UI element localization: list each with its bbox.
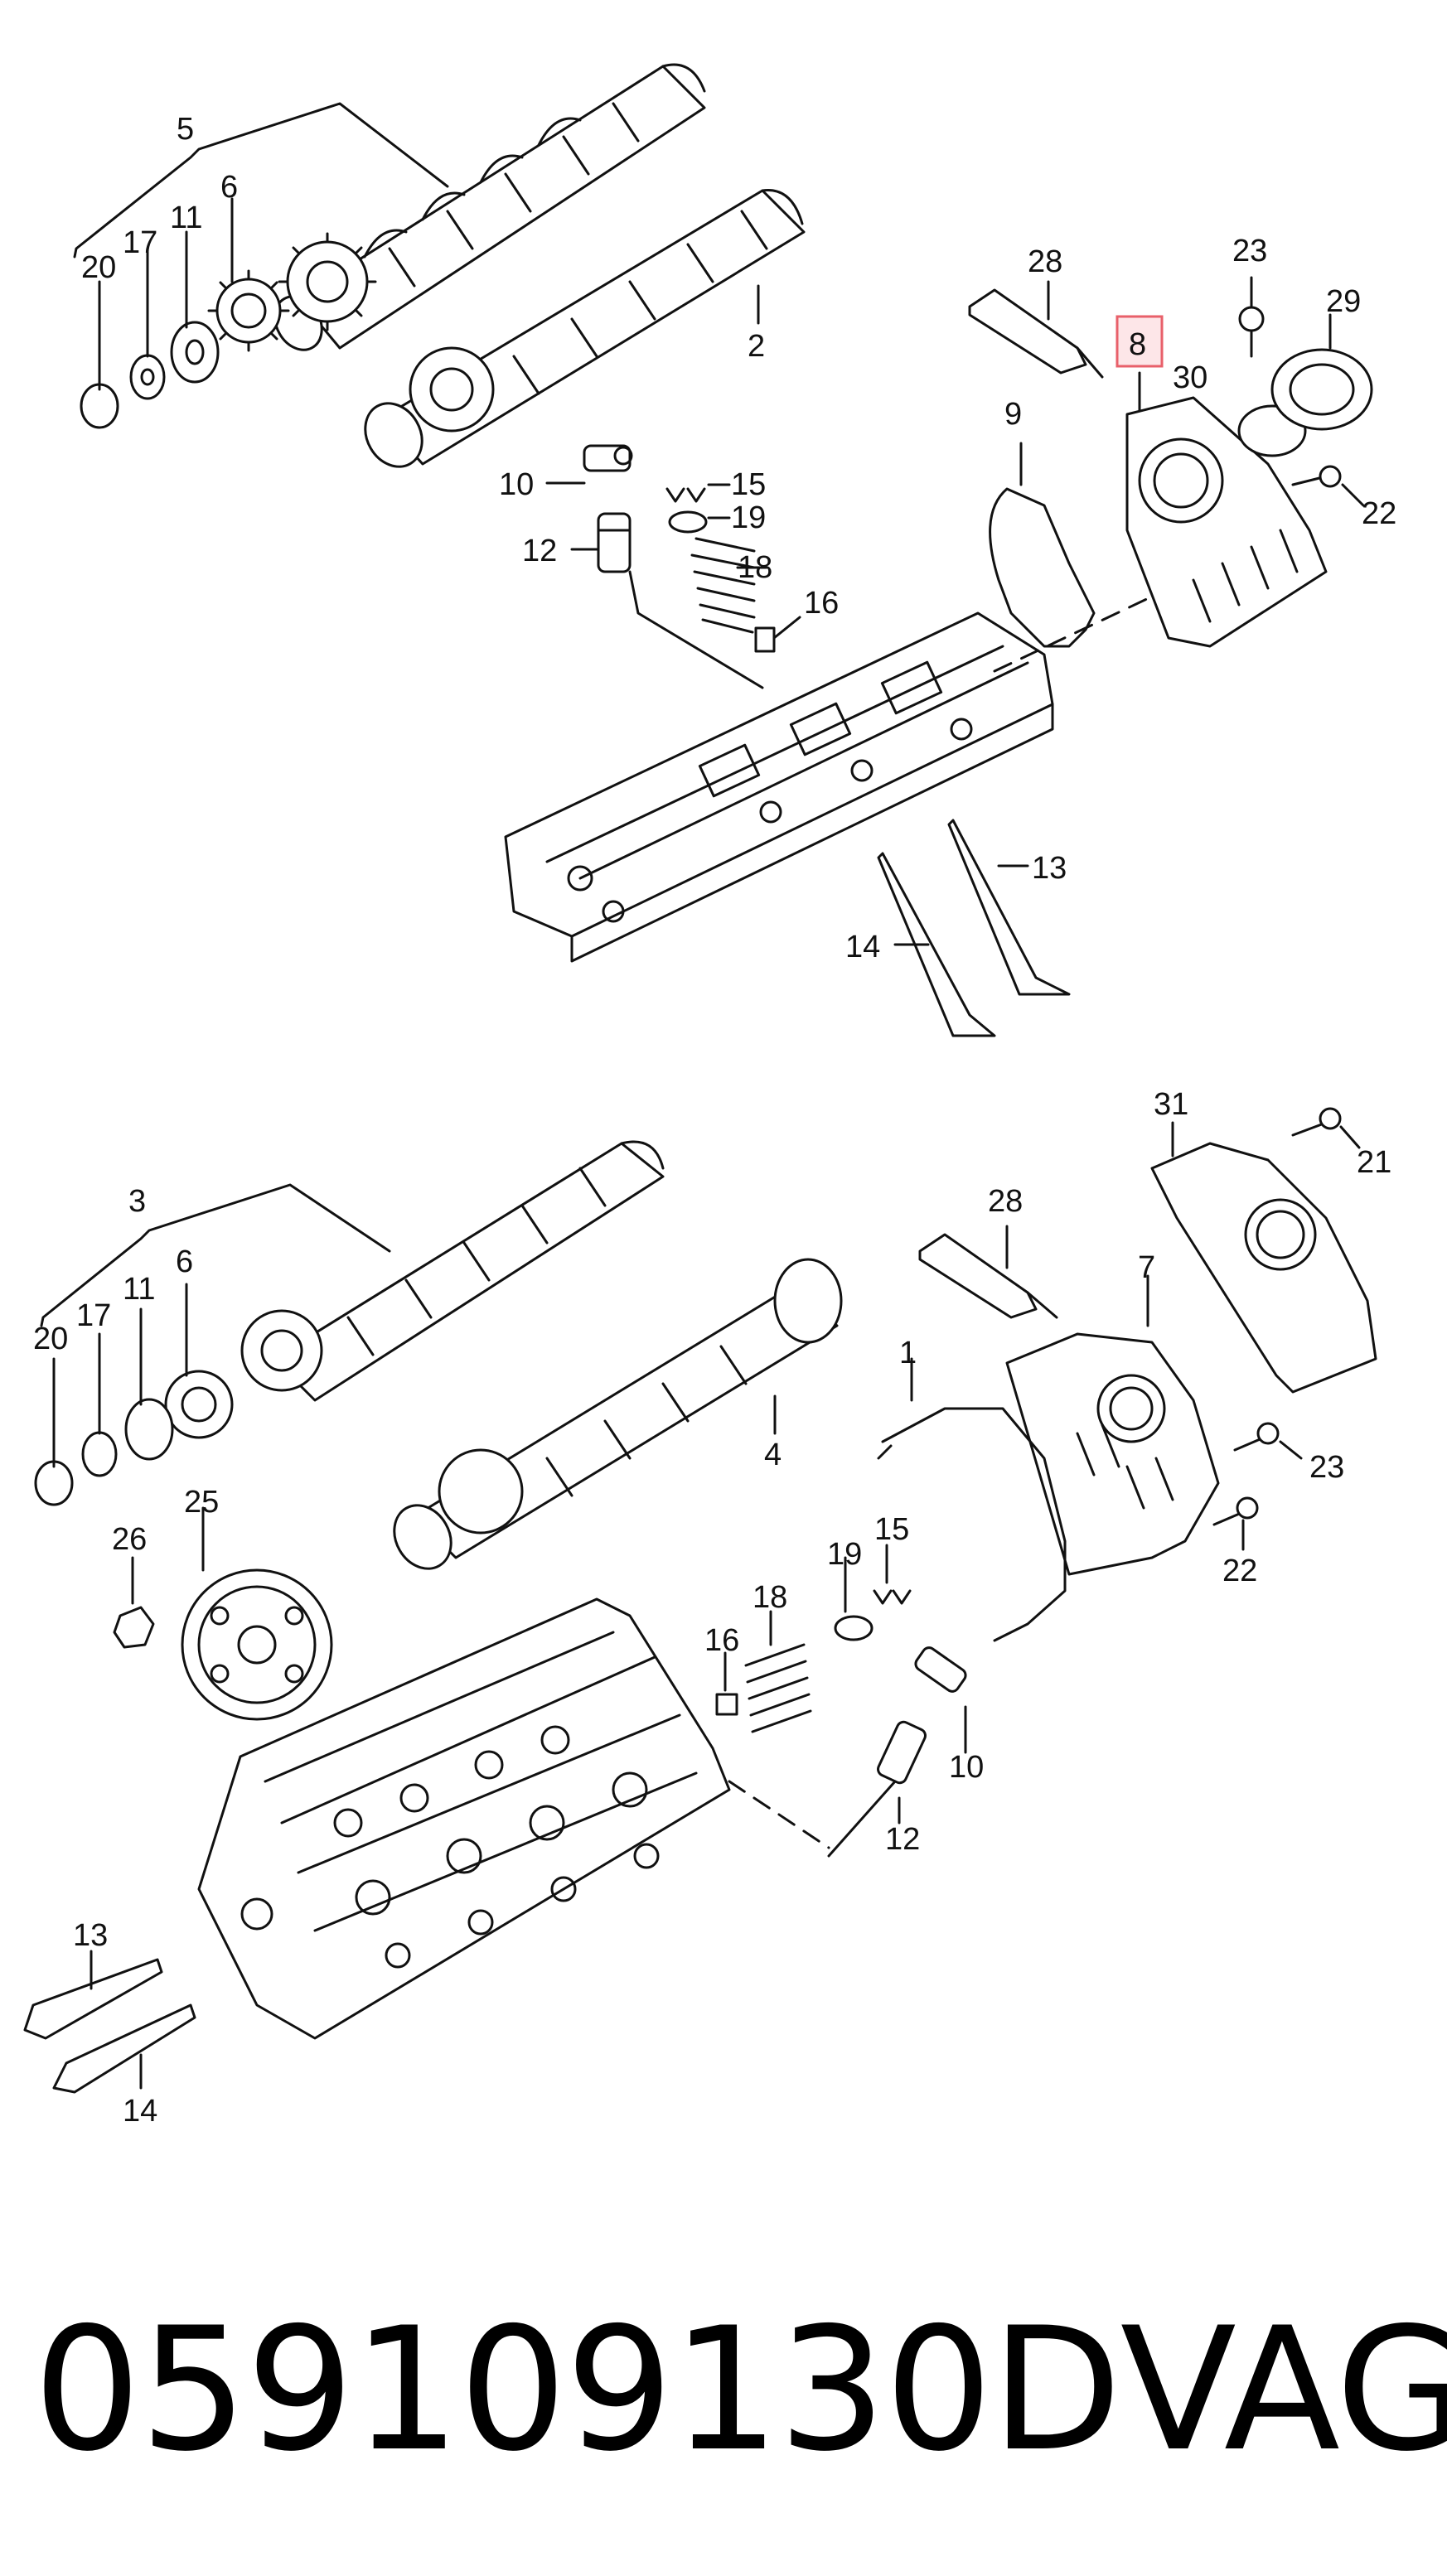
washer-17 — [129, 354, 166, 400]
callout-23-lower: 23 — [1309, 1450, 1344, 1485]
washer-11 — [170, 321, 220, 384]
cap-19-lower — [834, 1615, 874, 1641]
callout-3: 3 — [128, 1184, 146, 1219]
nut-26 — [113, 1606, 155, 1649]
cotter-15-lower — [873, 1589, 912, 1605]
callout-22-upper: 22 — [1362, 496, 1396, 531]
callout-14-lower: 14 — [123, 2094, 157, 2129]
callout-16-lower: 16 — [704, 1623, 739, 1658]
brand-name: VAG — [1120, 2292, 1447, 2489]
callout-11-lower: 11 — [123, 1272, 155, 1307]
seal-carrier-8 — [1125, 396, 1328, 648]
timing-cover-31 — [1150, 1142, 1377, 1394]
callout-8: 8 — [1129, 327, 1146, 362]
callout-22-lower: 22 — [1222, 1554, 1257, 1588]
callout-23-upper: 23 — [1232, 234, 1267, 268]
ring-20-lower — [34, 1460, 74, 1506]
callout-28-lower: 28 — [988, 1184, 1023, 1219]
washer-17-lower — [81, 1431, 118, 1477]
valve-14-upper — [877, 852, 996, 1037]
callout-15-lower: 15 — [874, 1512, 909, 1547]
camshaft-3 — [272, 1140, 665, 1402]
callout-21: 21 — [1357, 1145, 1391, 1180]
valve-spring-18 — [690, 537, 756, 634]
callout-31: 31 — [1154, 1087, 1188, 1122]
callout-12-upper: 12 — [522, 534, 557, 568]
callout-14-upper: 14 — [845, 930, 880, 964]
callout-5: 5 — [177, 112, 194, 147]
cover-cap-29 — [1270, 348, 1373, 431]
callout-17-lower: 17 — [76, 1298, 111, 1333]
leader-5 — [73, 102, 449, 259]
seal-16-lower — [715, 1693, 738, 1716]
callout-6-lower: 6 — [176, 1245, 193, 1279]
callout-10-upper: 10 — [499, 467, 534, 502]
callout-18-upper: 18 — [738, 550, 772, 585]
timing-gear-25 — [181, 1568, 333, 1721]
rocker-arm-10-lower — [914, 1646, 967, 1693]
callout-7: 7 — [1138, 1250, 1155, 1285]
gear-upper-secondary — [278, 232, 377, 331]
gasket-1 — [877, 1407, 1067, 1642]
callout-1: 1 — [899, 1336, 917, 1370]
bolt-23-upper — [1238, 306, 1265, 358]
valve-stem-seal-16 — [754, 626, 776, 653]
callout-25: 25 — [184, 1485, 219, 1520]
valve-14-lower — [52, 2003, 196, 2094]
callout-13-lower: 13 — [73, 1918, 108, 1953]
callout-13-upper: 13 — [1032, 851, 1067, 886]
callout-20: 20 — [81, 250, 116, 285]
callout-26: 26 — [112, 1522, 147, 1557]
bolt-23-lower — [1233, 1422, 1280, 1452]
callout-12-lower: 12 — [885, 1822, 920, 1857]
washer-11-lower — [124, 1398, 174, 1461]
rocker-arm-10 — [583, 444, 633, 472]
callout-19-upper: 19 — [731, 500, 766, 535]
callout-20-lower: 20 — [33, 1322, 68, 1356]
camshaft-2 — [364, 189, 806, 468]
callout-2: 2 — [748, 329, 765, 364]
hydraulic-tappet-12 — [597, 512, 632, 573]
spring-18-lower — [744, 1643, 812, 1733]
ring-20 — [80, 383, 119, 429]
callout-29: 29 — [1326, 284, 1361, 319]
callout-4: 4 — [764, 1438, 782, 1472]
callout-30: 30 — [1173, 360, 1207, 395]
valve-13-upper — [947, 819, 1071, 996]
callout-17: 17 — [123, 225, 157, 260]
bolt-22-upper — [1291, 465, 1342, 488]
cylinder-head-upper — [504, 611, 1054, 963]
spring-cap-19 — [668, 510, 708, 534]
valve-cotter-15 — [665, 487, 706, 503]
leader-3 — [40, 1183, 391, 1327]
tappet-12-lower — [877, 1720, 927, 1785]
callout-16-upper: 16 — [804, 586, 839, 621]
callout-10-lower: 10 — [949, 1750, 984, 1785]
cylinder-head-lower — [197, 1597, 731, 2040]
camshaft-4 — [393, 1258, 843, 1570]
gear-lower-secondary — [240, 1309, 323, 1392]
seal-carrier-7 — [1005, 1332, 1220, 1576]
callout-6: 6 — [220, 170, 238, 205]
gasket-9-upper — [989, 487, 1096, 648]
highlight-box-8 — [1115, 315, 1164, 368]
bolt-22-lower — [1212, 1496, 1259, 1526]
sealant-tube-28-upper — [968, 288, 1104, 379]
callout-9: 9 — [1004, 397, 1022, 432]
callout-19-lower: 19 — [827, 1537, 862, 1572]
callout-28-upper: 28 — [1028, 244, 1062, 279]
gear-6-upper — [207, 269, 290, 352]
gear-6-lower — [164, 1370, 234, 1439]
bolt-21 — [1291, 1107, 1342, 1137]
callout-18-lower: 18 — [753, 1580, 787, 1615]
part-number: 059109130D — [33, 2292, 1122, 2489]
callout-11: 11 — [170, 201, 202, 235]
valve-13-lower — [23, 1958, 163, 2040]
sealant-tube-28-lower — [918, 1233, 1058, 1319]
callout-15-upper: 15 — [731, 467, 766, 502]
part-title: 059109130D VAG — [33, 2287, 1447, 2494]
